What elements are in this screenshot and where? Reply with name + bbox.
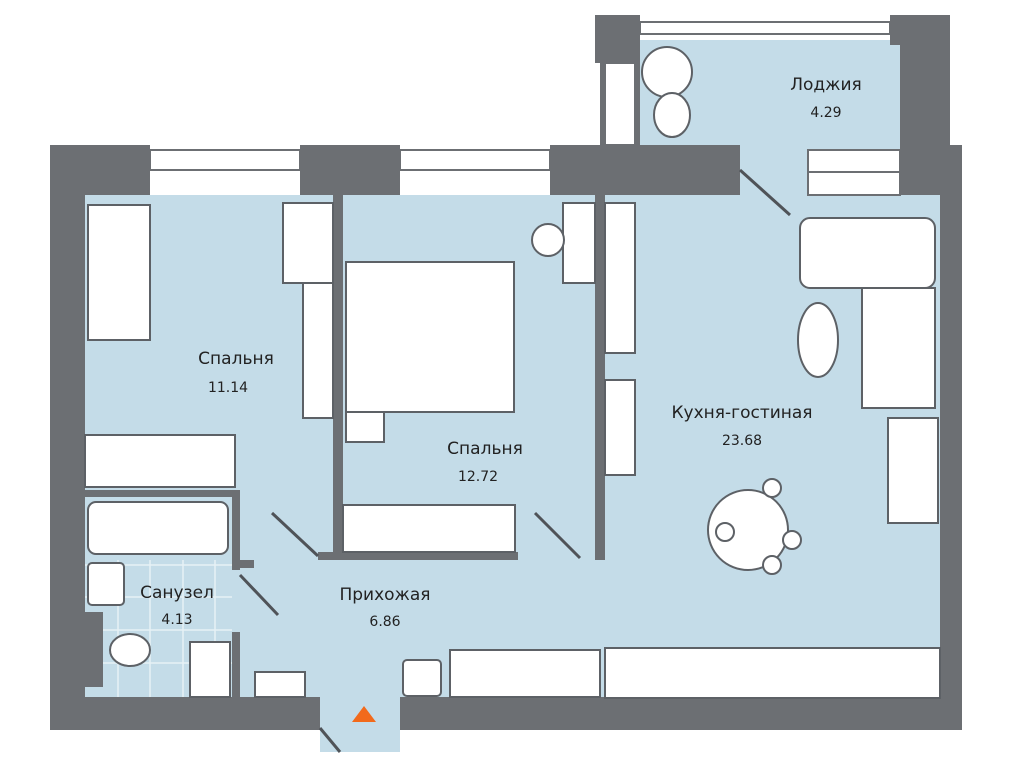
bed-single [87, 204, 151, 341]
bookshelf-1 [302, 282, 334, 419]
room-name-bedroom2: Спальня [447, 439, 523, 459]
kitchen-counter [604, 647, 941, 699]
coffee-table [797, 302, 839, 378]
wardrobe-bedroom2 [342, 504, 516, 553]
desk-3 [887, 417, 939, 524]
doors [238, 168, 792, 753]
tv-stand [604, 202, 636, 354]
room-area-bedroom2: 12.72 [458, 469, 498, 485]
bed-double [345, 261, 515, 413]
room-area-hallway: 6.86 [369, 614, 400, 630]
bathtub [87, 501, 229, 555]
room-name-hallway: Прихожая [339, 585, 430, 605]
room-area-bathroom: 4.13 [161, 612, 192, 628]
plant [531, 223, 565, 257]
wardrobe-kitchen [604, 379, 636, 476]
hallway-wardrobe [449, 649, 601, 698]
hallway-pouf [402, 659, 442, 697]
wardrobe-bedroom1 [84, 434, 236, 488]
room-area-bedroom1: 11.14 [208, 380, 248, 396]
windows [149, 21, 901, 196]
room-area-kitchen-living: 23.68 [722, 433, 762, 449]
room-name-bathroom: Санузел [140, 583, 214, 603]
shoe-rack [254, 671, 306, 698]
sink [87, 562, 125, 606]
washing-machine [189, 641, 231, 698]
room-area-loggia: 4.29 [810, 105, 841, 121]
room-name-kitchen-living: Кухня-гостиная [671, 403, 812, 423]
sofa-side [861, 287, 936, 409]
furniture [84, 46, 941, 699]
toilet [109, 633, 151, 667]
sofa [799, 217, 936, 289]
entrance-arrow-icon [352, 706, 376, 722]
desk-2 [562, 202, 596, 284]
nightstand [345, 411, 385, 443]
room-name-loggia: Лоджия [790, 75, 862, 95]
desk-1 [282, 202, 334, 284]
loggia-chair [653, 92, 691, 138]
dining-table [707, 489, 789, 571]
walls [50, 15, 962, 730]
loggia-table [641, 46, 693, 98]
room-name-bedroom1: Спальня [198, 349, 274, 369]
